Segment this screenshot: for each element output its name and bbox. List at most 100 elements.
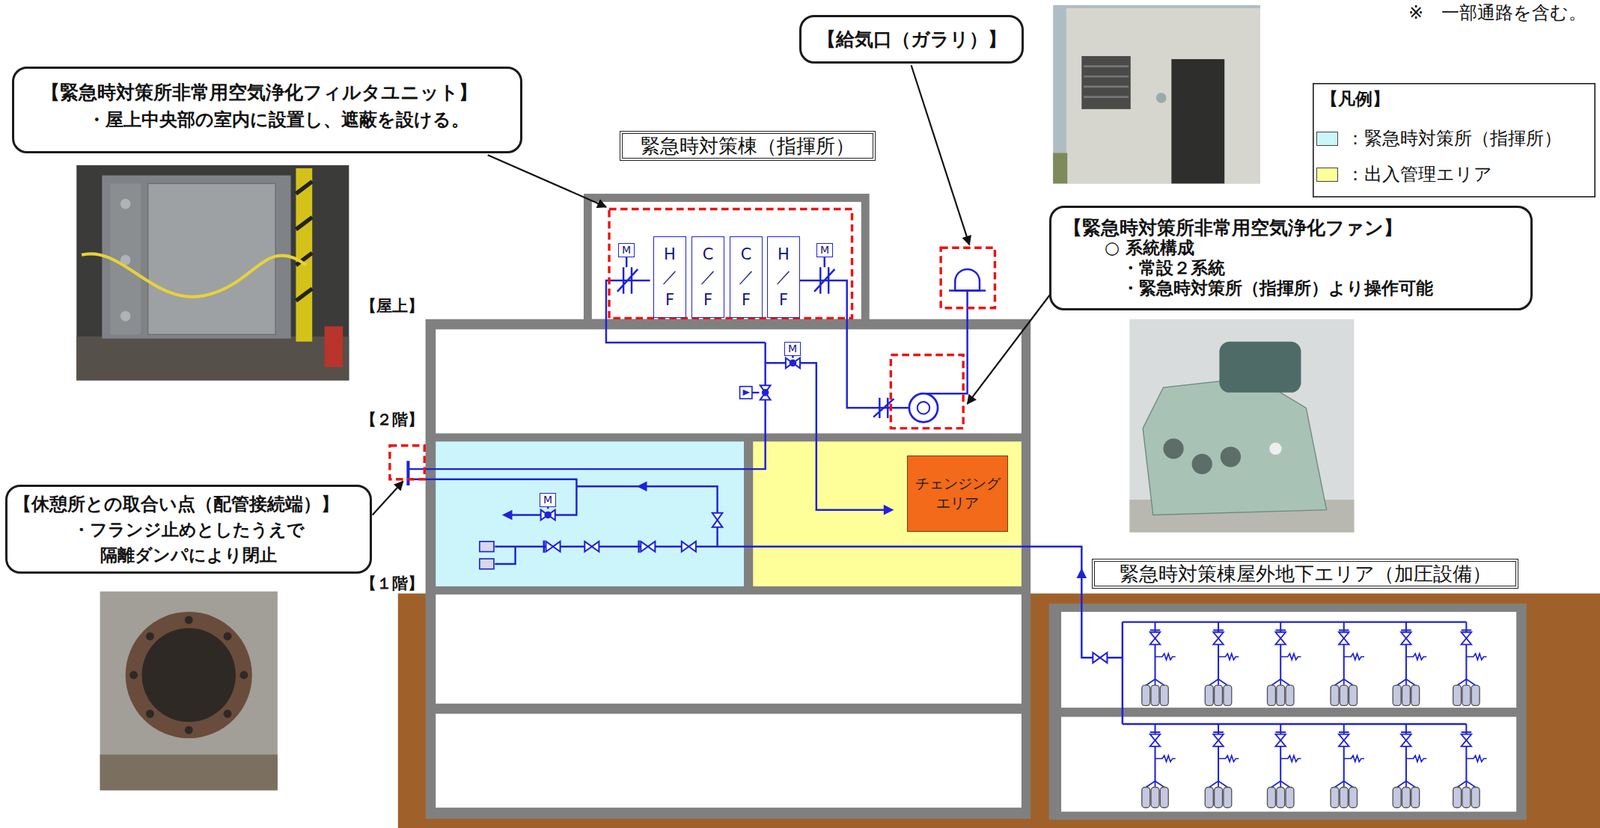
fan-photo-hole	[1162, 438, 1184, 459]
node-text: ○ 系統構成	[1104, 237, 1523, 259]
cylinder-group	[1330, 724, 1365, 809]
cylinder-group	[1142, 622, 1176, 707]
bolt-hole	[239, 671, 248, 680]
photo-floor	[76, 336, 349, 381]
valve-symbol	[712, 513, 723, 528]
pipe	[765, 362, 887, 510]
ball-valve	[541, 510, 556, 521]
flow-arrow	[502, 510, 513, 521]
node-heading: 緊急時対策棟屋外地下エリア（加圧設備）	[1119, 562, 1492, 586]
underground-room	[1061, 716, 1517, 812]
floor-label: 【１階】	[360, 574, 424, 594]
roof-floor	[435, 329, 1022, 434]
legend-row: ：出入管理エリア	[1316, 162, 1493, 187]
changing-area: チェンジングエリア	[907, 455, 1009, 533]
area-title: 緊急時対策棟屋外地下エリア（加圧設備）	[1091, 559, 1519, 589]
louver-slats	[1083, 66, 1129, 98]
photo-pole	[295, 168, 313, 343]
motor-label: M	[539, 493, 557, 508]
legend-swatch	[1316, 131, 1339, 146]
bolt-hole	[223, 710, 232, 719]
cylinder-group	[1266, 724, 1301, 809]
first-floor	[435, 594, 1022, 705]
flange-ring	[125, 612, 253, 739]
motor-label: M	[618, 243, 635, 258]
flange-bore	[142, 628, 236, 723]
photo-cable	[81, 253, 307, 298]
highlight-boxes	[389, 208, 996, 479]
pipe	[576, 486, 717, 547]
louver-photo-block	[1066, 8, 1261, 184]
pipe	[494, 547, 515, 565]
legend-row: ：緊急時対策所（指揮所）	[1316, 126, 1562, 151]
photo-bolt	[120, 311, 131, 322]
photo-bg	[1129, 319, 1354, 533]
cylinder-group	[1204, 622, 1239, 707]
fan-impeller	[917, 401, 930, 414]
cylinder-group	[1392, 724, 1427, 809]
callout-box: 【給気口（ガラリ）】	[799, 14, 1024, 64]
node-heading: C／F	[738, 243, 755, 312]
louver-photo-opening	[1081, 56, 1131, 110]
bolt-hole	[184, 726, 194, 735]
callout-box: 【緊急時対策所非常用空気浄化ファン】○ 系統構成・常設２系統・緊急時対策所（指揮…	[1049, 205, 1533, 311]
penthouse-room	[591, 202, 862, 320]
photo-floor	[100, 755, 278, 792]
flow-arrow	[883, 505, 895, 516]
leader-arrow	[487, 154, 607, 208]
pipe	[407, 342, 765, 470]
cylinder-group	[1266, 622, 1301, 707]
fan-photo-motor	[1219, 342, 1301, 393]
fan-photo-plate	[1269, 443, 1282, 456]
fan-photo-housing	[1142, 377, 1327, 515]
node-text: ・緊急時対策所（指揮所）より操作可能	[1121, 278, 1523, 299]
pipe	[494, 547, 1123, 659]
legend-text: ：出入管理エリア	[1346, 162, 1493, 187]
cylinder-group	[1392, 622, 1427, 707]
legend-frame	[1313, 83, 1595, 197]
actuator-box	[740, 386, 753, 399]
photo-grass	[1052, 152, 1068, 184]
floor-label: 【屋上】	[360, 297, 424, 316]
ball-valve	[785, 358, 800, 369]
check-valve	[544, 541, 561, 554]
highlight-box	[940, 247, 995, 308]
callout-box: 【休憩所との取合い点（配管接続端）】・フランジ止めとしたうえで 隔離ダンパにより…	[5, 484, 372, 574]
filter-element: H／F	[653, 236, 687, 319]
pipes	[407, 257, 1467, 725]
valve-symbol	[1092, 653, 1107, 664]
leader-arrow	[911, 65, 970, 245]
louver-photo-lamp	[1156, 92, 1167, 104]
filter-photo-unit	[101, 175, 291, 339]
photo-red-part	[324, 326, 344, 368]
header-pipe	[1122, 622, 1467, 725]
underground-wall	[1049, 603, 1527, 821]
valve-symbol	[681, 541, 696, 553]
photo-stripes	[295, 181, 313, 302]
node-heading: 【休憩所との取合い点（配管接続端）】	[13, 491, 364, 518]
node-heading: 【緊急時対策所非常用空気浄化フィルタユニット】	[41, 79, 513, 107]
callout-box: 【緊急時対策所非常用空気浄化フィルタユニット】・屋上中央部の室内に設置し、遮蔽を…	[11, 66, 523, 154]
check-valve	[639, 541, 656, 554]
node-text: ・フランジ止めとしたうえで 隔離ダンパにより閉止	[13, 517, 364, 569]
highlight-box	[890, 354, 964, 429]
actuator-mark	[743, 389, 751, 396]
bolt-hole	[223, 632, 232, 641]
hood-symbol	[954, 269, 980, 292]
flow-arrow	[636, 481, 648, 492]
legend-swatch	[1316, 167, 1339, 182]
cylinder-group	[1453, 724, 1487, 809]
building-title: 緊急時対策棟（指揮所）	[619, 130, 876, 161]
legend-text: ：緊急時対策所（指揮所）	[1346, 126, 1562, 151]
node-heading: チェンジングエリア	[912, 474, 1003, 513]
underground-room	[1061, 612, 1517, 708]
photo-bolt	[120, 199, 131, 210]
leader-arrow	[372, 481, 404, 515]
fan-photo-hole	[1220, 446, 1241, 467]
damper-symbol	[814, 267, 835, 294]
basement	[435, 713, 1022, 808]
leader-arrow	[967, 294, 1050, 405]
louver-photo-door	[1171, 59, 1225, 184]
valve-symbol	[584, 541, 599, 553]
